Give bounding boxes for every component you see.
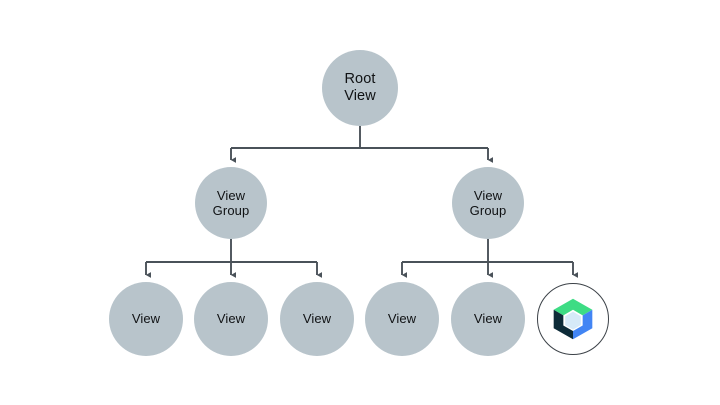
node-compose-logo[interactable] [537, 283, 609, 355]
node-view-leaf-5-label: View [473, 311, 503, 327]
node-view-leaf-3[interactable]: View [280, 282, 354, 356]
node-view-leaf-5[interactable]: View [451, 282, 525, 356]
node-view-leaf-1-label: View [131, 311, 161, 327]
node-view-leaf-2[interactable]: View [194, 282, 268, 356]
jetpack-compose-icon [553, 298, 593, 340]
node-view-group-right[interactable]: View Group [452, 167, 524, 239]
node-root-view[interactable]: Root View [322, 50, 398, 126]
node-view-leaf-2-label: View [216, 311, 246, 327]
node-view-group-right-label: View Group [469, 187, 507, 218]
node-view-group-left[interactable]: View Group [195, 167, 267, 239]
node-view-leaf-3-label: View [302, 311, 332, 327]
node-view-leaf-1[interactable]: View [109, 282, 183, 356]
node-view-leaf-4[interactable]: View [365, 282, 439, 356]
node-view-leaf-4-label: View [387, 311, 417, 327]
node-view-group-left-label: View Group [212, 187, 250, 218]
node-root-view-label: Root View [344, 70, 376, 104]
